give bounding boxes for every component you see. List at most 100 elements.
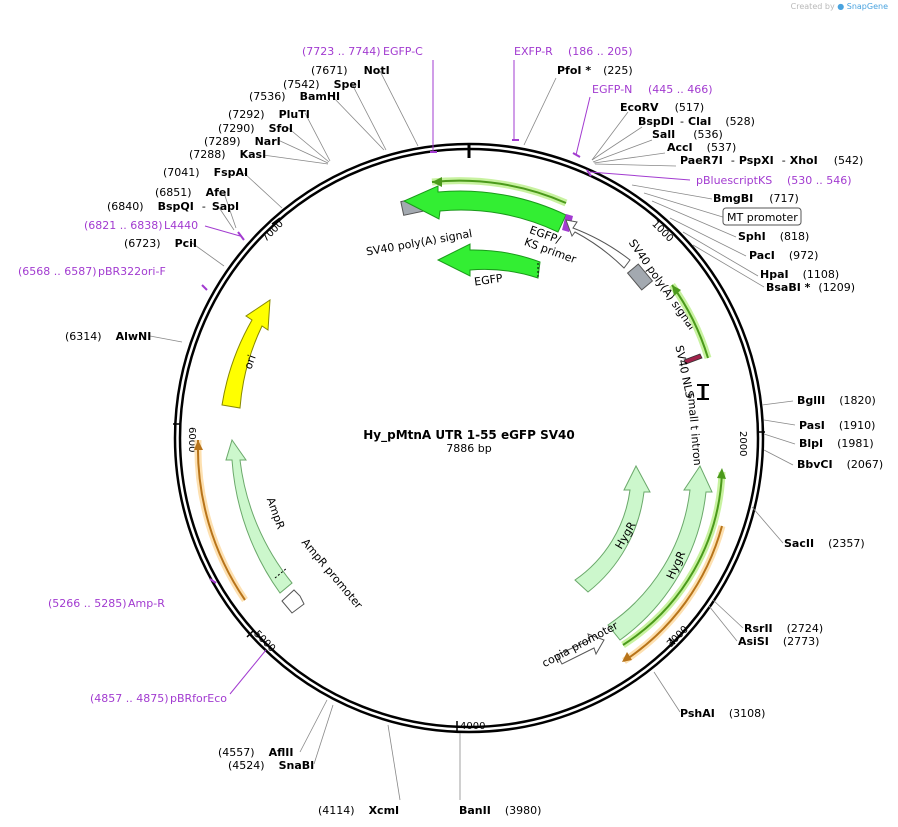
plasmid-length: 7886 bp [446,442,491,455]
leader-kasi [262,154,329,165]
enzyme-alwni[interactable]: (6314)AlwNI [65,330,151,343]
orf-hygr-line [622,471,723,646]
leader-pasi [763,419,796,426]
small-t-intron-marker[interactable] [697,384,709,400]
primer-amp-r-name: Amp-R [128,597,165,610]
enzyme-pluti[interactable]: (7292)PluTI [228,108,310,121]
tick-mark-7000 [271,217,281,225]
snapgene-credit: Created by ● SnapGene [791,2,888,11]
enzyme-rsrii[interactable]: RsrII(2724) [744,622,823,635]
leader-bbvci [763,449,794,466]
leader-hpai [682,231,759,277]
egfp-label: EGFP [473,272,503,289]
backbone [173,142,765,734]
enzyme-noti[interactable]: (7671)NotI [311,64,390,77]
enzyme-pcii[interactable]: (6723)PciI [124,237,197,250]
enzyme-pshai[interactable]: PshAI(3108) [680,707,765,720]
primer-l4440-mark [237,231,245,241]
leader-sali [592,139,653,163]
ampr-promoter-arrow[interactable] [281,589,305,614]
leader-pcii [191,242,225,267]
leader-pluti [304,112,331,162]
enzyme-pfoi[interactable]: PfoI *(225) [557,64,633,77]
leader-xcmi [387,724,401,801]
enzyme-sphi[interactable]: SphI(818) [738,230,809,243]
enzyme-afliii[interactable]: (4557)AflII [218,746,293,759]
enzyme-ecorv[interactable]: EcoRV(517) [620,101,704,114]
enzyme-bsabi[interactable]: BsaBI *(1209) [766,281,855,294]
enzyme-afei[interactable]: (6851)AfeI [155,186,230,199]
ori-arrow[interactable] [221,299,271,409]
enzyme-paer7i-pspxi-xhoi[interactable]: PaeR7I-PspXI-XhoI(542) [680,154,863,167]
enzyme-bspdi-clai[interactable]: BspDI-ClaI(528) [638,115,755,128]
leader-bamhi [331,95,385,151]
enzyme-bglii[interactable]: BglII(1820) [797,394,876,407]
enzyme-asisi[interactable]: AsiSI(2773) [738,635,819,648]
primer-l4440-line [204,225,241,237]
leader-pfoi [523,77,557,146]
leader-sfoi [286,126,330,163]
enzyme-labels-left: (7671)NotI (7542)SpeI (7536)BamHI (7292)… [65,64,399,817]
primer-amp-r-mark [209,578,217,584]
primer-egfp-n-name: EGFP-N [592,83,632,96]
primer-egfp-n-range: (445 .. 466) [648,83,713,96]
egfp-arrow[interactable] [436,243,541,279]
primer-pbrforeco-name: pBRforEco [170,692,227,705]
primer-pbluescriptks-name: pBluescriptKS [696,174,772,187]
egfp-top-arrow[interactable] [402,185,567,233]
mt-promoter-arrow[interactable] [565,219,631,269]
enzyme-blpi[interactable]: BlpI(1981) [799,437,874,450]
leader-ecorv [591,111,629,161]
enzyme-bbvci[interactable]: BbvCI(2067) [797,458,883,471]
enzyme-sali[interactable]: SalI(536) [652,128,723,141]
tick-label-4000: 4000 [460,721,485,732]
enzyme-paci[interactable]: PacI(972) [749,249,818,262]
mt-promoter-box-border [722,207,802,226]
enzyme-hpai[interactable]: HpaI(1108) [760,268,839,281]
enzyme-kasi[interactable]: (7288)KasI [189,148,266,161]
enzyme-banii[interactable]: BanII(3980) [459,804,541,817]
ampr-arrow[interactable] [225,438,293,594]
primer-labels: (7723 .. 7744) EGFP-C EXFP-R (186 .. 205… [18,45,852,705]
enzyme-snabi[interactable]: (4524)SnaBI [228,759,314,772]
enzyme-bamhi[interactable]: (7536)BamHI [249,90,340,103]
enzyme-sfoi[interactable]: (7290)SfoI [218,122,293,135]
leader-bmgbi [631,184,713,200]
enzyme-bmgbi[interactable]: BmgBI(717) [713,192,799,205]
leader-acci [593,152,666,164]
hygr-outer-arrow[interactable] [607,464,713,641]
primer-marks [201,60,691,695]
leader-sacii [751,506,784,544]
primer-pbluescriptks-line [589,171,691,181]
copia-promoter-label: copia promoter [540,619,621,670]
leader-pshai [653,671,681,713]
orf-top-arrowhead [432,177,442,187]
primer-pbr322ori-f-range: (6568 .. 6587) [18,265,97,278]
hygr-inner-arrow[interactable] [574,464,651,593]
sv40-nls-label: SV40 NLS [672,344,696,399]
leader-asisi [708,605,738,642]
mt-promoter-box[interactable]: MT promoter [722,207,802,226]
sv40-nls-marker[interactable] [683,353,703,365]
leader-sphi [651,200,737,238]
enzyme-bspqi-sapi[interactable]: (6840)BspQI-SapI [107,200,239,213]
enzyme-xcmi[interactable]: (4114)XcmI [318,804,399,817]
ampr-orf-arrowhead [194,440,203,450]
small-t-intron-label: small t intron [685,392,704,466]
enzyme-fspai[interactable]: (7041)FspAI [163,166,248,179]
leader-fspai [243,172,283,209]
enzyme-nari[interactable]: (7289)NarI [204,135,281,148]
primer-pbr322ori-f-mark [201,284,208,291]
sv40-polya-right-box[interactable] [626,263,654,291]
primer-egfp-c-range: (7723 .. 7744) [302,45,381,58]
leader-alwni [149,335,183,343]
primer-l4440-name: L4440 [164,219,198,232]
enzyme-pasi[interactable]: PasI(1910) [799,419,875,432]
plasmid-name: Hy_pMtnA UTR 1-55 eGFP SV40 [363,428,574,443]
copia-promoter-arrow[interactable] [556,633,605,665]
enzyme-sacii[interactable]: SacII(2357) [784,537,865,550]
orf-right-arrowhead [672,285,681,296]
enzyme-spei[interactable]: (7542)SpeI [283,78,361,91]
enzyme-acci[interactable]: AccI(537) [667,141,736,154]
